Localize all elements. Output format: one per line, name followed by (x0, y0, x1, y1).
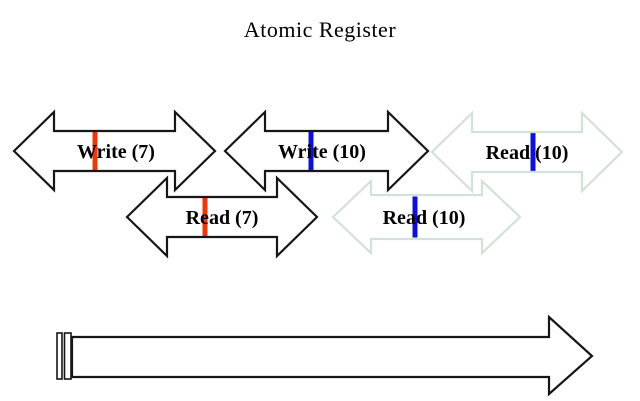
op-arrow-read-7 (125, 175, 319, 259)
timeline-start-bar-1 (56, 332, 63, 380)
diagram-title: Atomic Register (243, 17, 397, 42)
op-arrow-write-7 (12, 109, 217, 193)
op-label-write-7: Write (7) (77, 141, 155, 163)
op-arrow-read-10-bottom (331, 178, 522, 256)
linearization-tick-write-10 (308, 130, 314, 172)
op-label-read-10-bottom: Read (10) (382, 207, 466, 229)
linearization-tick-read-10-top (530, 131, 536, 173)
linearization-tick-write-7 (92, 130, 98, 172)
linearization-tick-read-7 (202, 196, 208, 238)
op-arrow-read-10-top (430, 110, 624, 194)
linearization-tick-read-10-bottom (412, 196, 418, 238)
timeline-start-bar-2 (63, 332, 72, 380)
op-label-write-10: Write (10) (278, 141, 366, 163)
timeline-arrow (70, 314, 594, 397)
op-arrow-write-10 (223, 109, 430, 193)
op-label-read-7: Read (7) (185, 207, 259, 229)
op-label-read-10-top: Read (10) (485, 142, 569, 164)
